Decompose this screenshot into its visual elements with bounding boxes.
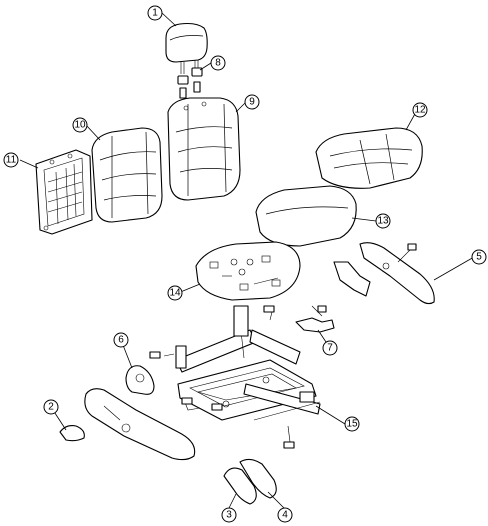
svg-text:5: 5 xyxy=(476,252,482,263)
lever-cover-part xyxy=(125,365,155,395)
svg-text:15: 15 xyxy=(346,419,358,430)
seatback-frame-part xyxy=(35,149,93,235)
cushion-trim-part xyxy=(315,127,423,189)
svg-text:1: 1 xyxy=(152,8,158,19)
callout-5: 5 xyxy=(471,249,487,265)
callout-12: 12 xyxy=(412,102,428,118)
callout-4: 4 xyxy=(277,507,293,523)
svg-text:14: 14 xyxy=(169,288,181,299)
svg-text:13: 13 xyxy=(377,216,389,227)
svg-text:4: 4 xyxy=(282,510,288,521)
callout-15: 15 xyxy=(344,416,360,432)
callout-6: 6 xyxy=(113,332,129,348)
svg-text:8: 8 xyxy=(215,58,221,69)
cushion-pan-part xyxy=(195,241,301,301)
callout-2: 2 xyxy=(43,399,59,415)
svg-text:7: 7 xyxy=(327,343,333,354)
trim-cap-part xyxy=(59,425,85,442)
covers-part xyxy=(223,458,277,505)
callout-8: 8 xyxy=(210,55,226,71)
callout-13: 13 xyxy=(375,213,391,229)
callout-3: 3 xyxy=(221,507,237,523)
headrest-guide-part xyxy=(177,67,203,99)
callout-9: 9 xyxy=(244,94,260,110)
cushion-pad-part xyxy=(255,185,357,247)
svg-text:10: 10 xyxy=(74,120,86,131)
callout-7: 7 xyxy=(322,340,338,356)
headrest-part xyxy=(165,22,208,74)
callout-10: 10 xyxy=(72,117,88,133)
seatback-pad-part xyxy=(91,127,163,223)
bracket-part xyxy=(295,305,335,333)
seatback-trim-part xyxy=(167,97,241,201)
svg-text:2: 2 xyxy=(48,402,54,413)
svg-text:9: 9 xyxy=(249,97,255,108)
side-shield-part xyxy=(84,388,196,461)
side-trim-right-part xyxy=(333,242,435,305)
svg-text:3: 3 xyxy=(226,510,232,521)
svg-text:12: 12 xyxy=(414,105,426,116)
svg-text:6: 6 xyxy=(118,335,124,346)
callout-14: 14 xyxy=(167,285,183,301)
seat-frame-part xyxy=(149,305,321,449)
callout-11: 11 xyxy=(3,152,19,168)
callout-1: 1 xyxy=(147,5,163,21)
svg-text:11: 11 xyxy=(6,155,17,166)
